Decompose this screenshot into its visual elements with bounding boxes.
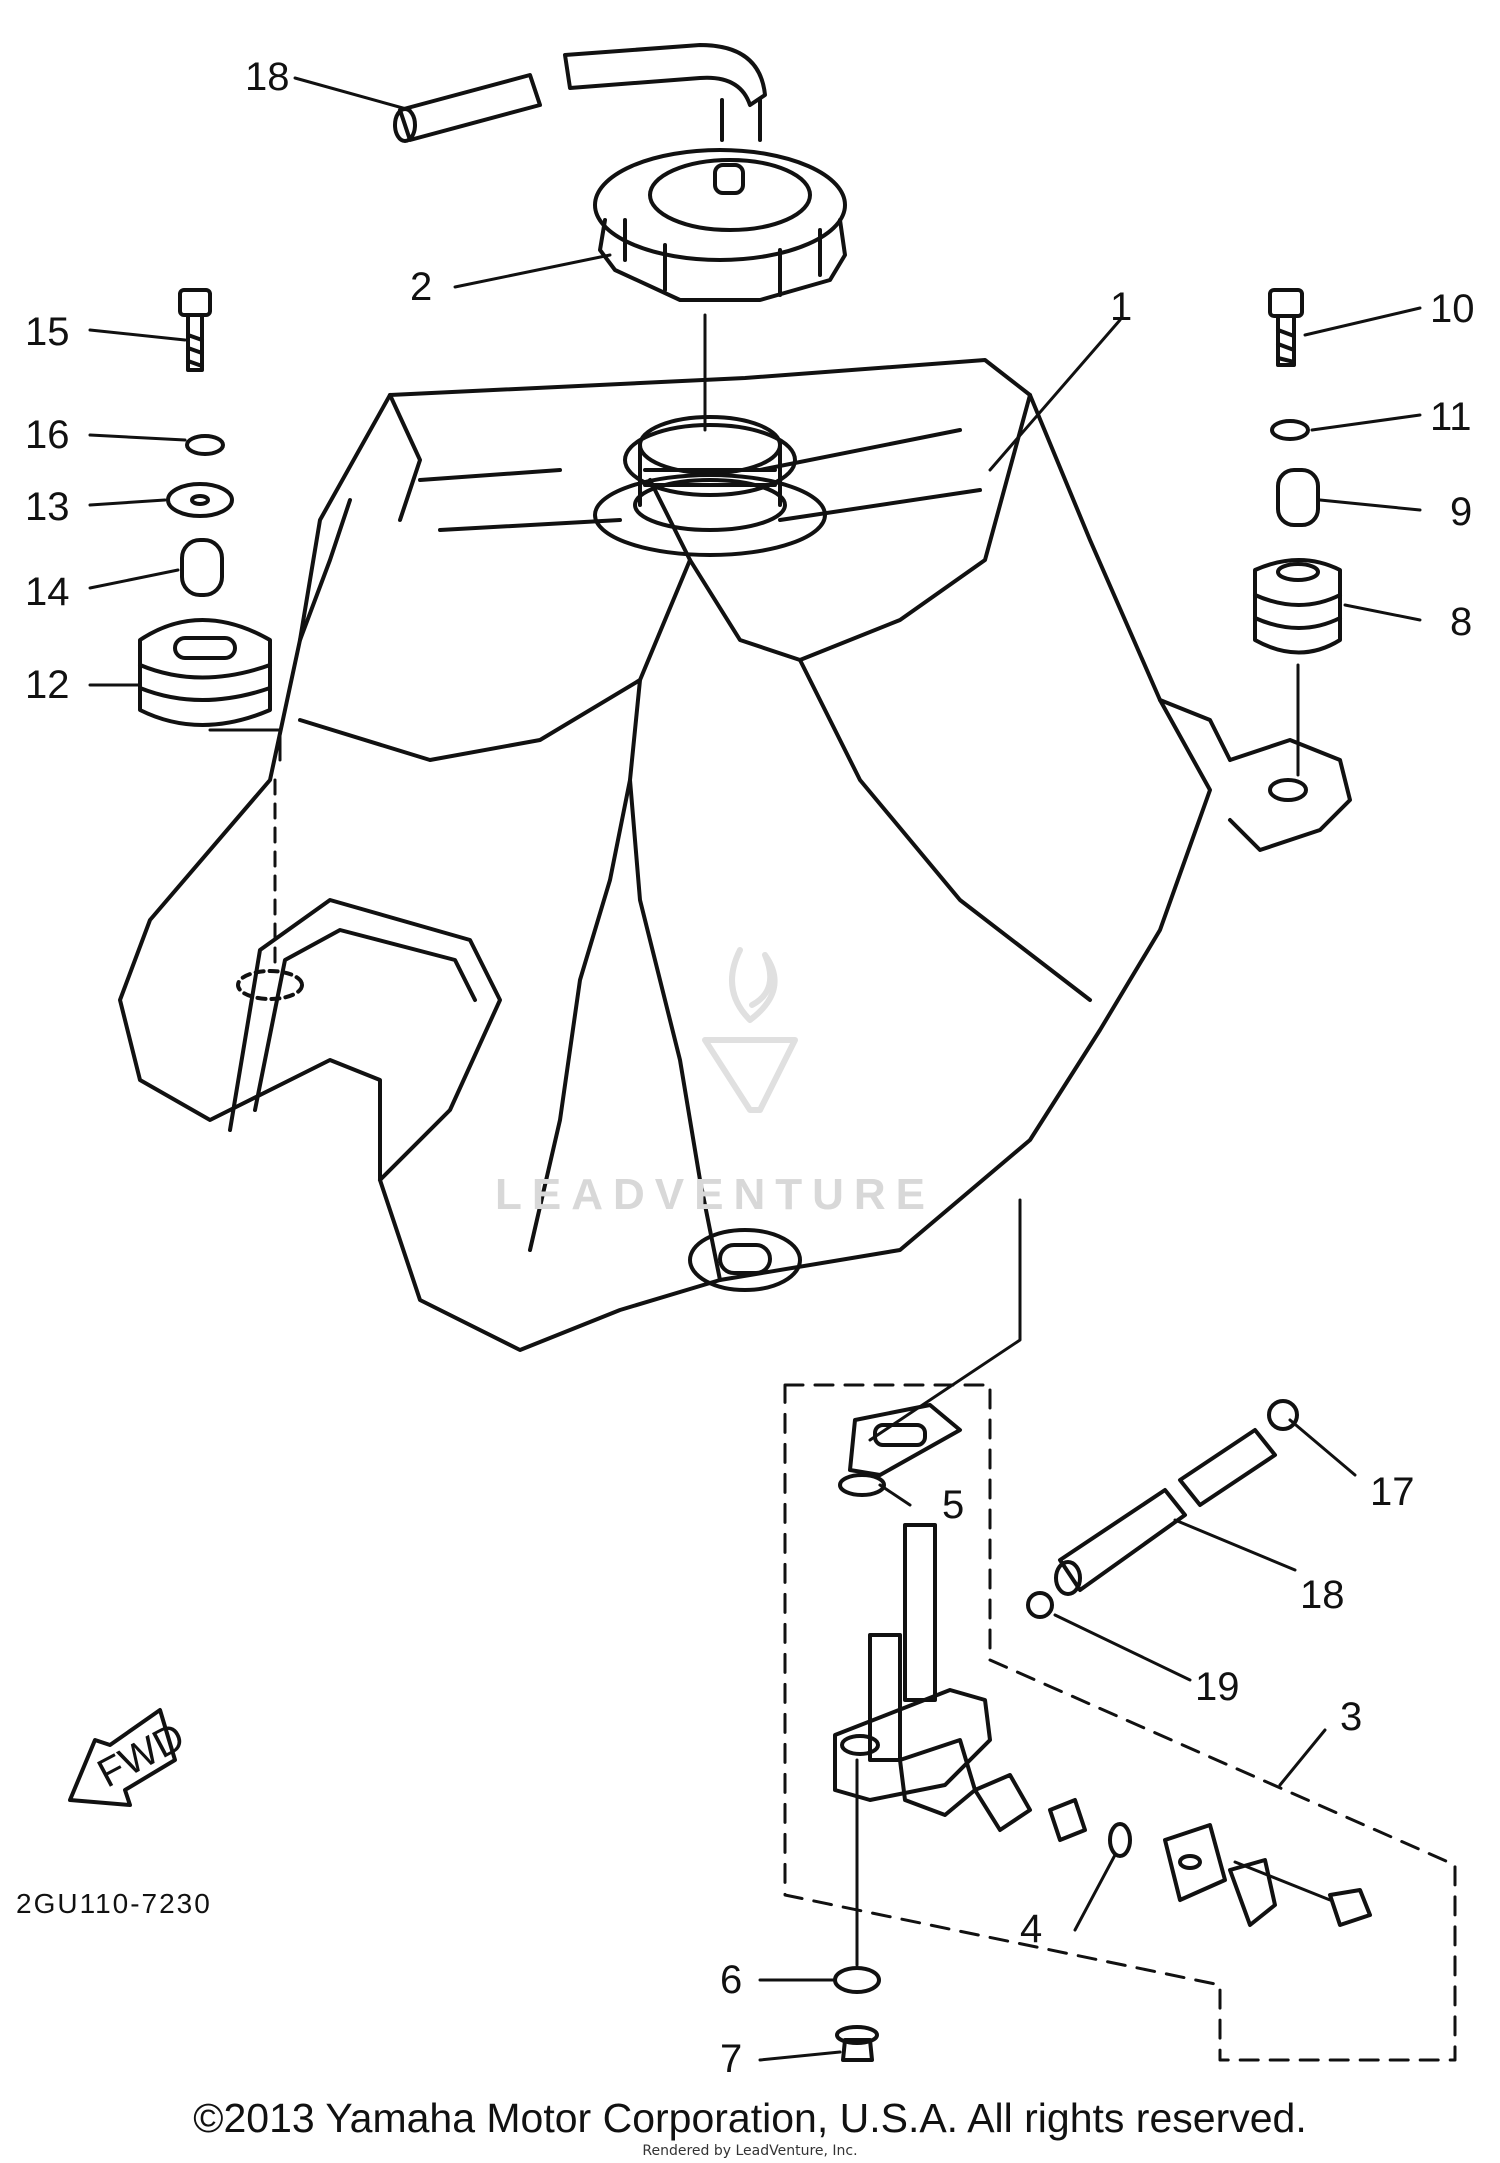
- breather-hose: [393, 43, 767, 143]
- tank-cap: [593, 148, 847, 302]
- callout-9: 9: [1450, 490, 1472, 534]
- callout-13: 13: [25, 485, 70, 529]
- watermark-logo: [702, 947, 798, 1113]
- callout-12: 12: [25, 663, 70, 707]
- copyright-notice: ©2013 Yamaha Motor Corporation, U.S.A. A…: [193, 2095, 1307, 2141]
- fuel-cock-assembly: [783, 1198, 1457, 2062]
- fuel-tank: [118, 358, 1352, 1352]
- fwd-label: FWD: [91, 1715, 192, 1797]
- leader-lines: [88, 76, 1422, 2062]
- callout-3: 3: [1340, 1695, 1362, 1739]
- right-mount-hardware: [1253, 288, 1342, 777]
- left-mount-hardware: [138, 288, 282, 972]
- callout-18-top: 17: [1370, 1470, 1415, 1514]
- callout-6: 6: [720, 1958, 742, 2002]
- callout-11: 11: [1430, 395, 1472, 439]
- callout-2: 2: [410, 265, 432, 309]
- fuel-pipe: [1026, 1399, 1299, 1619]
- callout-19: 18: [245, 55, 290, 99]
- callout-5: 5: [942, 1483, 964, 1527]
- callout-10: 10: [1430, 287, 1475, 331]
- callout-1: 1: [1110, 285, 1132, 329]
- drawing-code: 2GU110-7230: [16, 1888, 212, 1919]
- filler-neck: [593, 415, 827, 557]
- callout-8: 8: [1450, 600, 1472, 644]
- callout-4: 4: [1020, 1907, 1042, 1951]
- callout-18-bottom: 19: [1195, 1665, 1240, 1709]
- callout-14: 14: [25, 570, 70, 614]
- fwd-arrow: FWD: [68, 1708, 192, 1807]
- callout-labels: 18 2 1 15 16 13 14 12 10 11 9 8 5 17 18 …: [25, 55, 1475, 2081]
- callout-16: 16: [25, 413, 70, 457]
- callout-7: 7: [720, 2037, 742, 2081]
- callout-15: 15: [25, 310, 70, 354]
- callout-17: 18: [1300, 1573, 1345, 1617]
- render-credit: Rendered by LeadVenture, Inc.: [642, 2143, 858, 2159]
- watermark-text: LEADVENTURE: [495, 1170, 936, 1219]
